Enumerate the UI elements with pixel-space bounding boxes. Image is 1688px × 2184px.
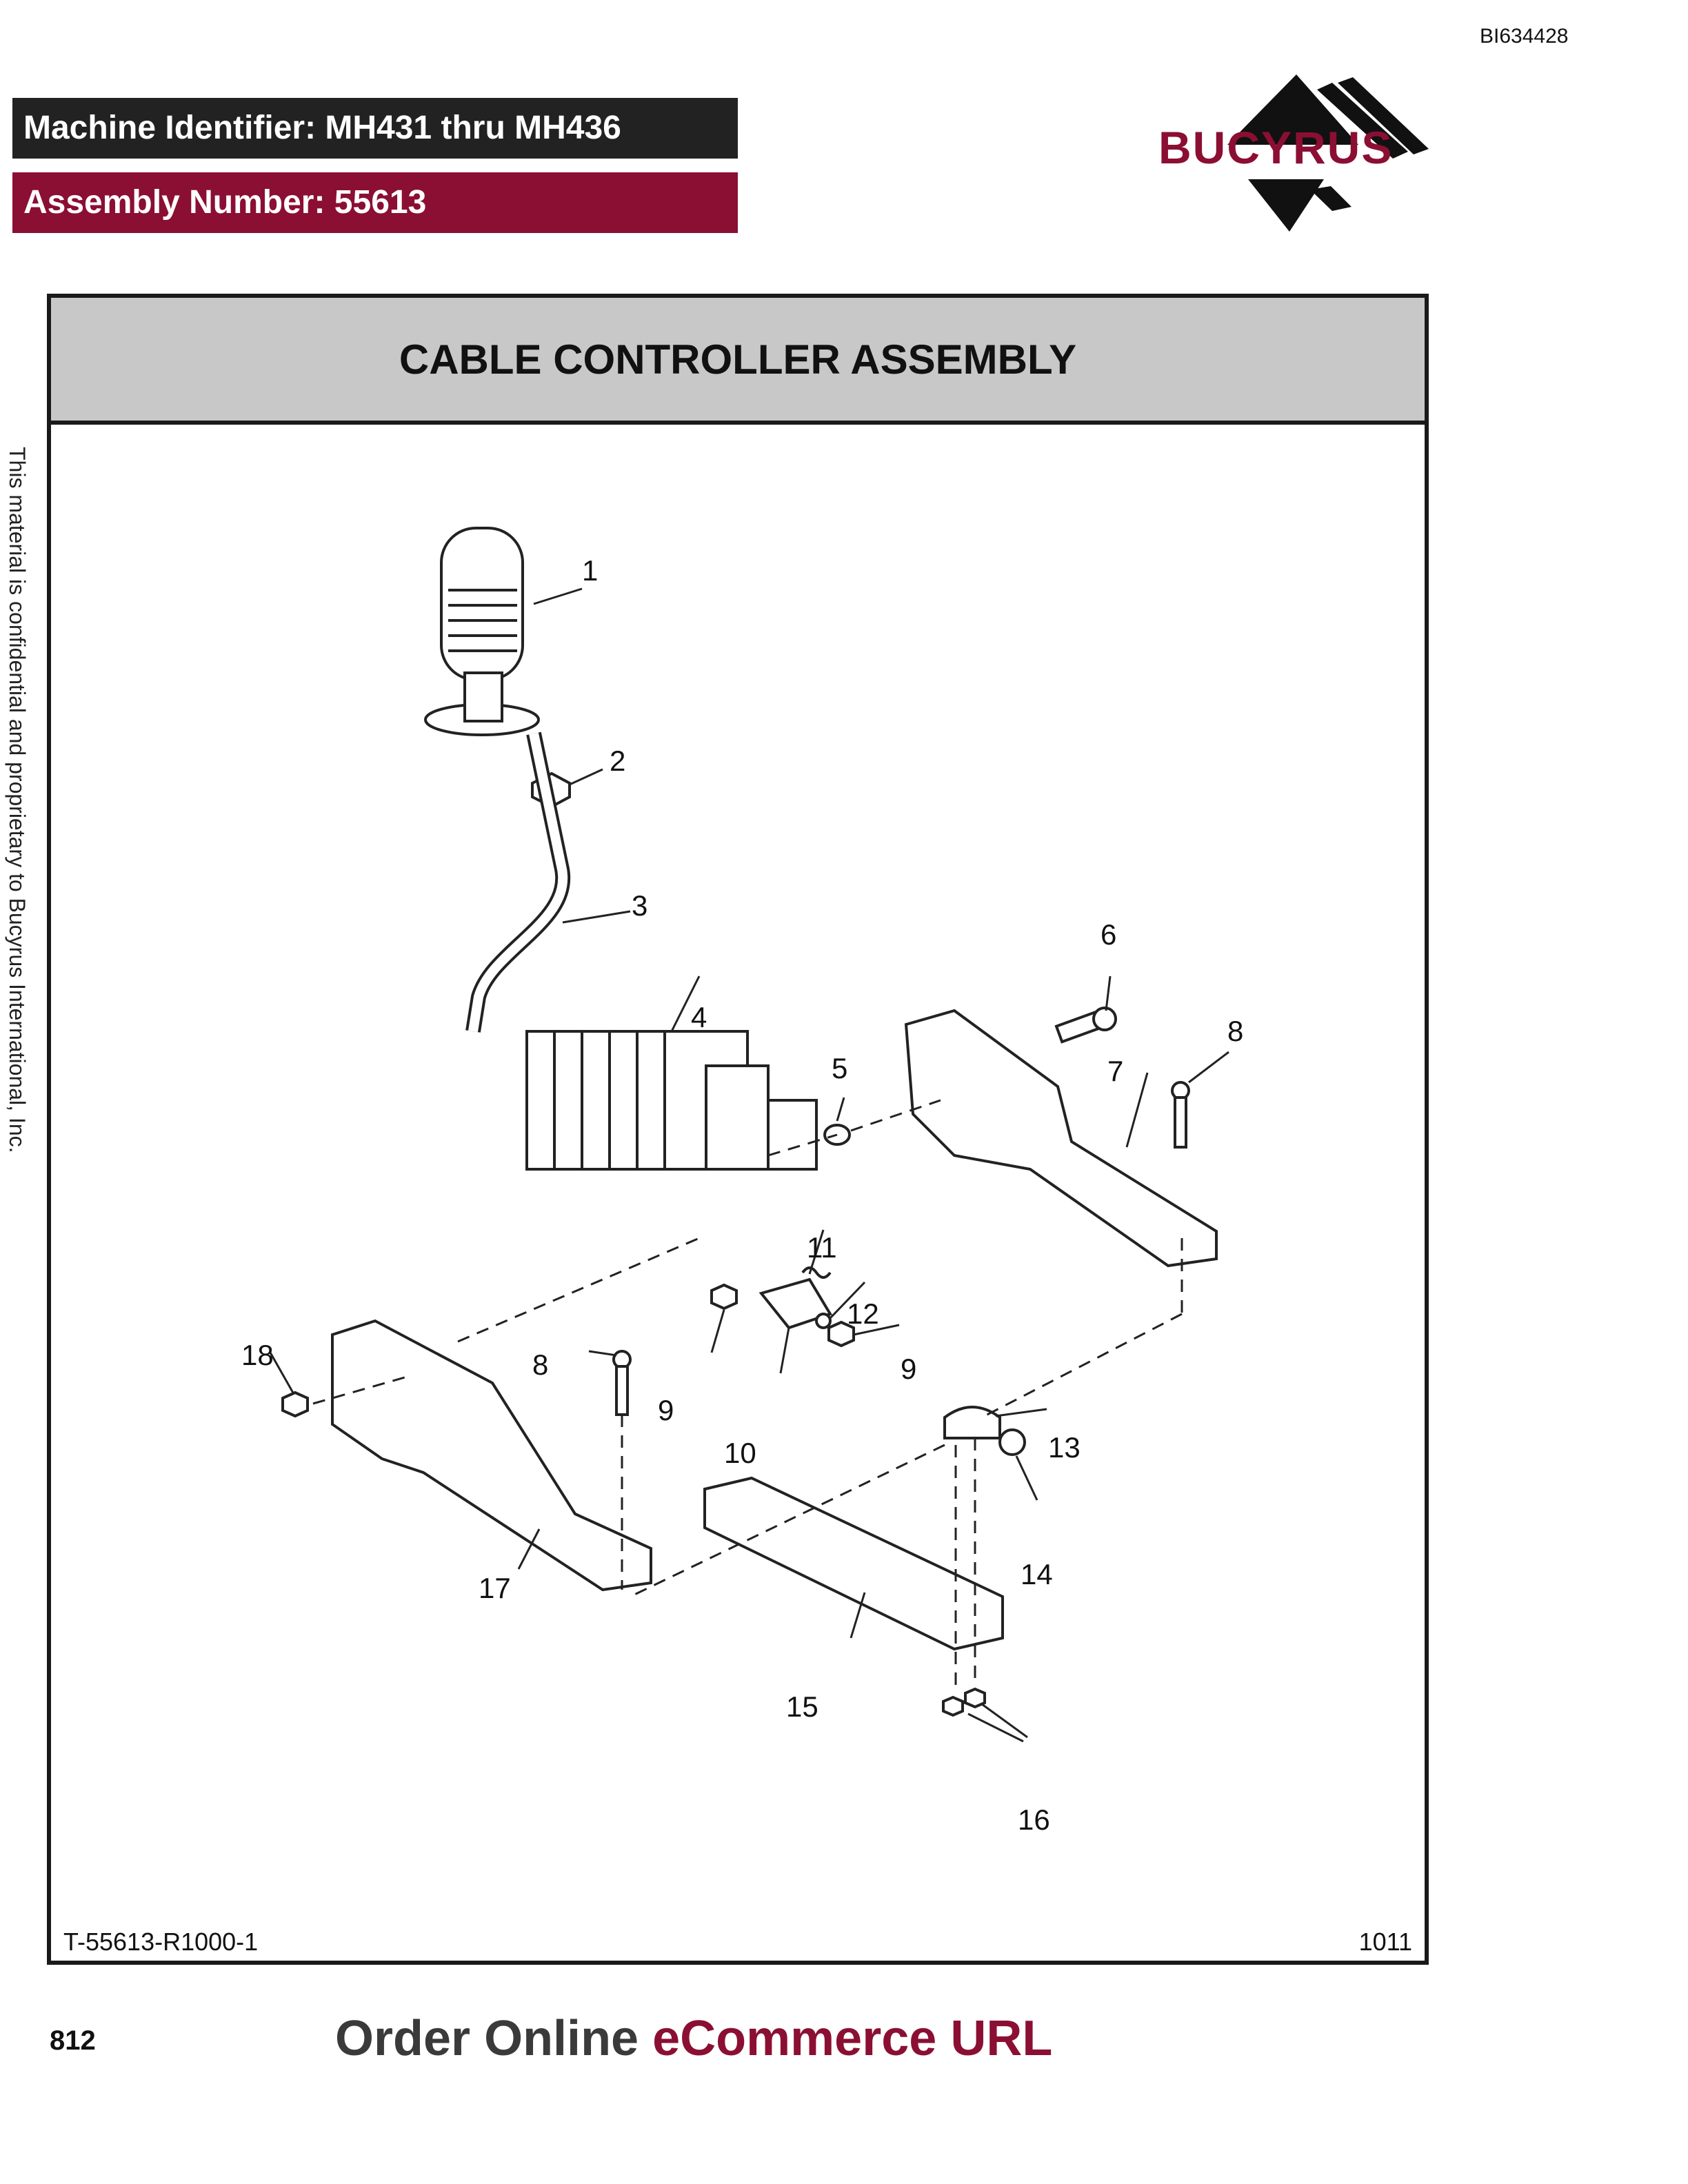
callout-14: 14 <box>1021 1558 1053 1590</box>
callout-4: 4 <box>691 1001 707 1033</box>
logo-text: BUCYRUS <box>1158 122 1394 173</box>
callout-9-left: 9 <box>658 1394 674 1426</box>
order-online-link[interactable]: Order Online eCommerce URL <box>335 2010 1052 2067</box>
callout-9-right: 9 <box>901 1353 917 1385</box>
part-pivot-pin <box>1054 1007 1117 1044</box>
part-clamp <box>943 1406 1001 1439</box>
callout-13: 13 <box>1048 1431 1081 1464</box>
callout-11: 11 <box>807 1231 837 1264</box>
part-nut-bottom-a <box>942 1695 964 1717</box>
part-bolt-upper <box>1171 1081 1190 1149</box>
diagram-frame: CABLE CONTROLLER ASSEMBLY <box>47 294 1429 1965</box>
part-washer <box>815 1313 832 1329</box>
part-nut-left <box>710 1283 738 1311</box>
callout-8-upper: 8 <box>1227 1015 1244 1047</box>
callout-7: 7 <box>1107 1055 1124 1087</box>
part-handle-grip <box>424 527 540 736</box>
assembly-number-bar: Assembly Number: 55613 <box>12 172 738 233</box>
document-id: BI634428 <box>1480 25 1569 48</box>
drawing-number: T-55613-R1000-1 <box>63 1928 259 1956</box>
callout-3: 3 <box>632 889 648 922</box>
callout-17: 17 <box>479 1572 511 1604</box>
callout-8-lower: 8 <box>532 1348 549 1381</box>
callout-12: 12 <box>847 1297 879 1330</box>
callout-5: 5 <box>832 1052 848 1084</box>
part-nut-lower-left <box>281 1391 309 1418</box>
part-clevis <box>758 1277 832 1330</box>
order-online-text: Order Online <box>335 2011 639 2066</box>
part-lower-bracket <box>331 1319 652 1592</box>
confidentiality-note: This material is confidential and propri… <box>5 447 30 1153</box>
part-o-ring <box>998 1428 1026 1456</box>
bucyrus-logo-icon <box>1227 74 1429 232</box>
page-number: 812 <box>50 2025 96 2056</box>
revision-number: 1011 <box>1358 1928 1412 1956</box>
part-nut-bottom-b <box>964 1687 986 1709</box>
ecommerce-url-text: eCommerce URL <box>652 2011 1053 2066</box>
assembly-title: CABLE CONTROLLER ASSEMBLY <box>399 336 1077 383</box>
machine-identifier-bar: Machine Identifier: MH431 thru MH436 <box>12 98 738 159</box>
part-upper-bracket <box>904 1009 1218 1268</box>
callout-16: 16 <box>1018 1803 1050 1836</box>
callout-2: 2 <box>610 745 626 777</box>
part-tray <box>703 1476 1004 1651</box>
callout-15: 15 <box>786 1690 818 1723</box>
exploded-parts-diagram <box>269 527 1229 1743</box>
title-band: CABLE CONTROLLER ASSEMBLY <box>51 298 1425 425</box>
part-bolt-lower <box>612 1350 632 1416</box>
callout-6: 6 <box>1101 918 1117 951</box>
callout-1: 1 <box>582 554 599 587</box>
callout-10: 10 <box>724 1437 756 1469</box>
callout-18: 18 <box>241 1339 274 1371</box>
part-nut-right <box>827 1320 855 1348</box>
part-controller-body <box>525 1030 818 1171</box>
part-clip <box>801 1266 832 1279</box>
